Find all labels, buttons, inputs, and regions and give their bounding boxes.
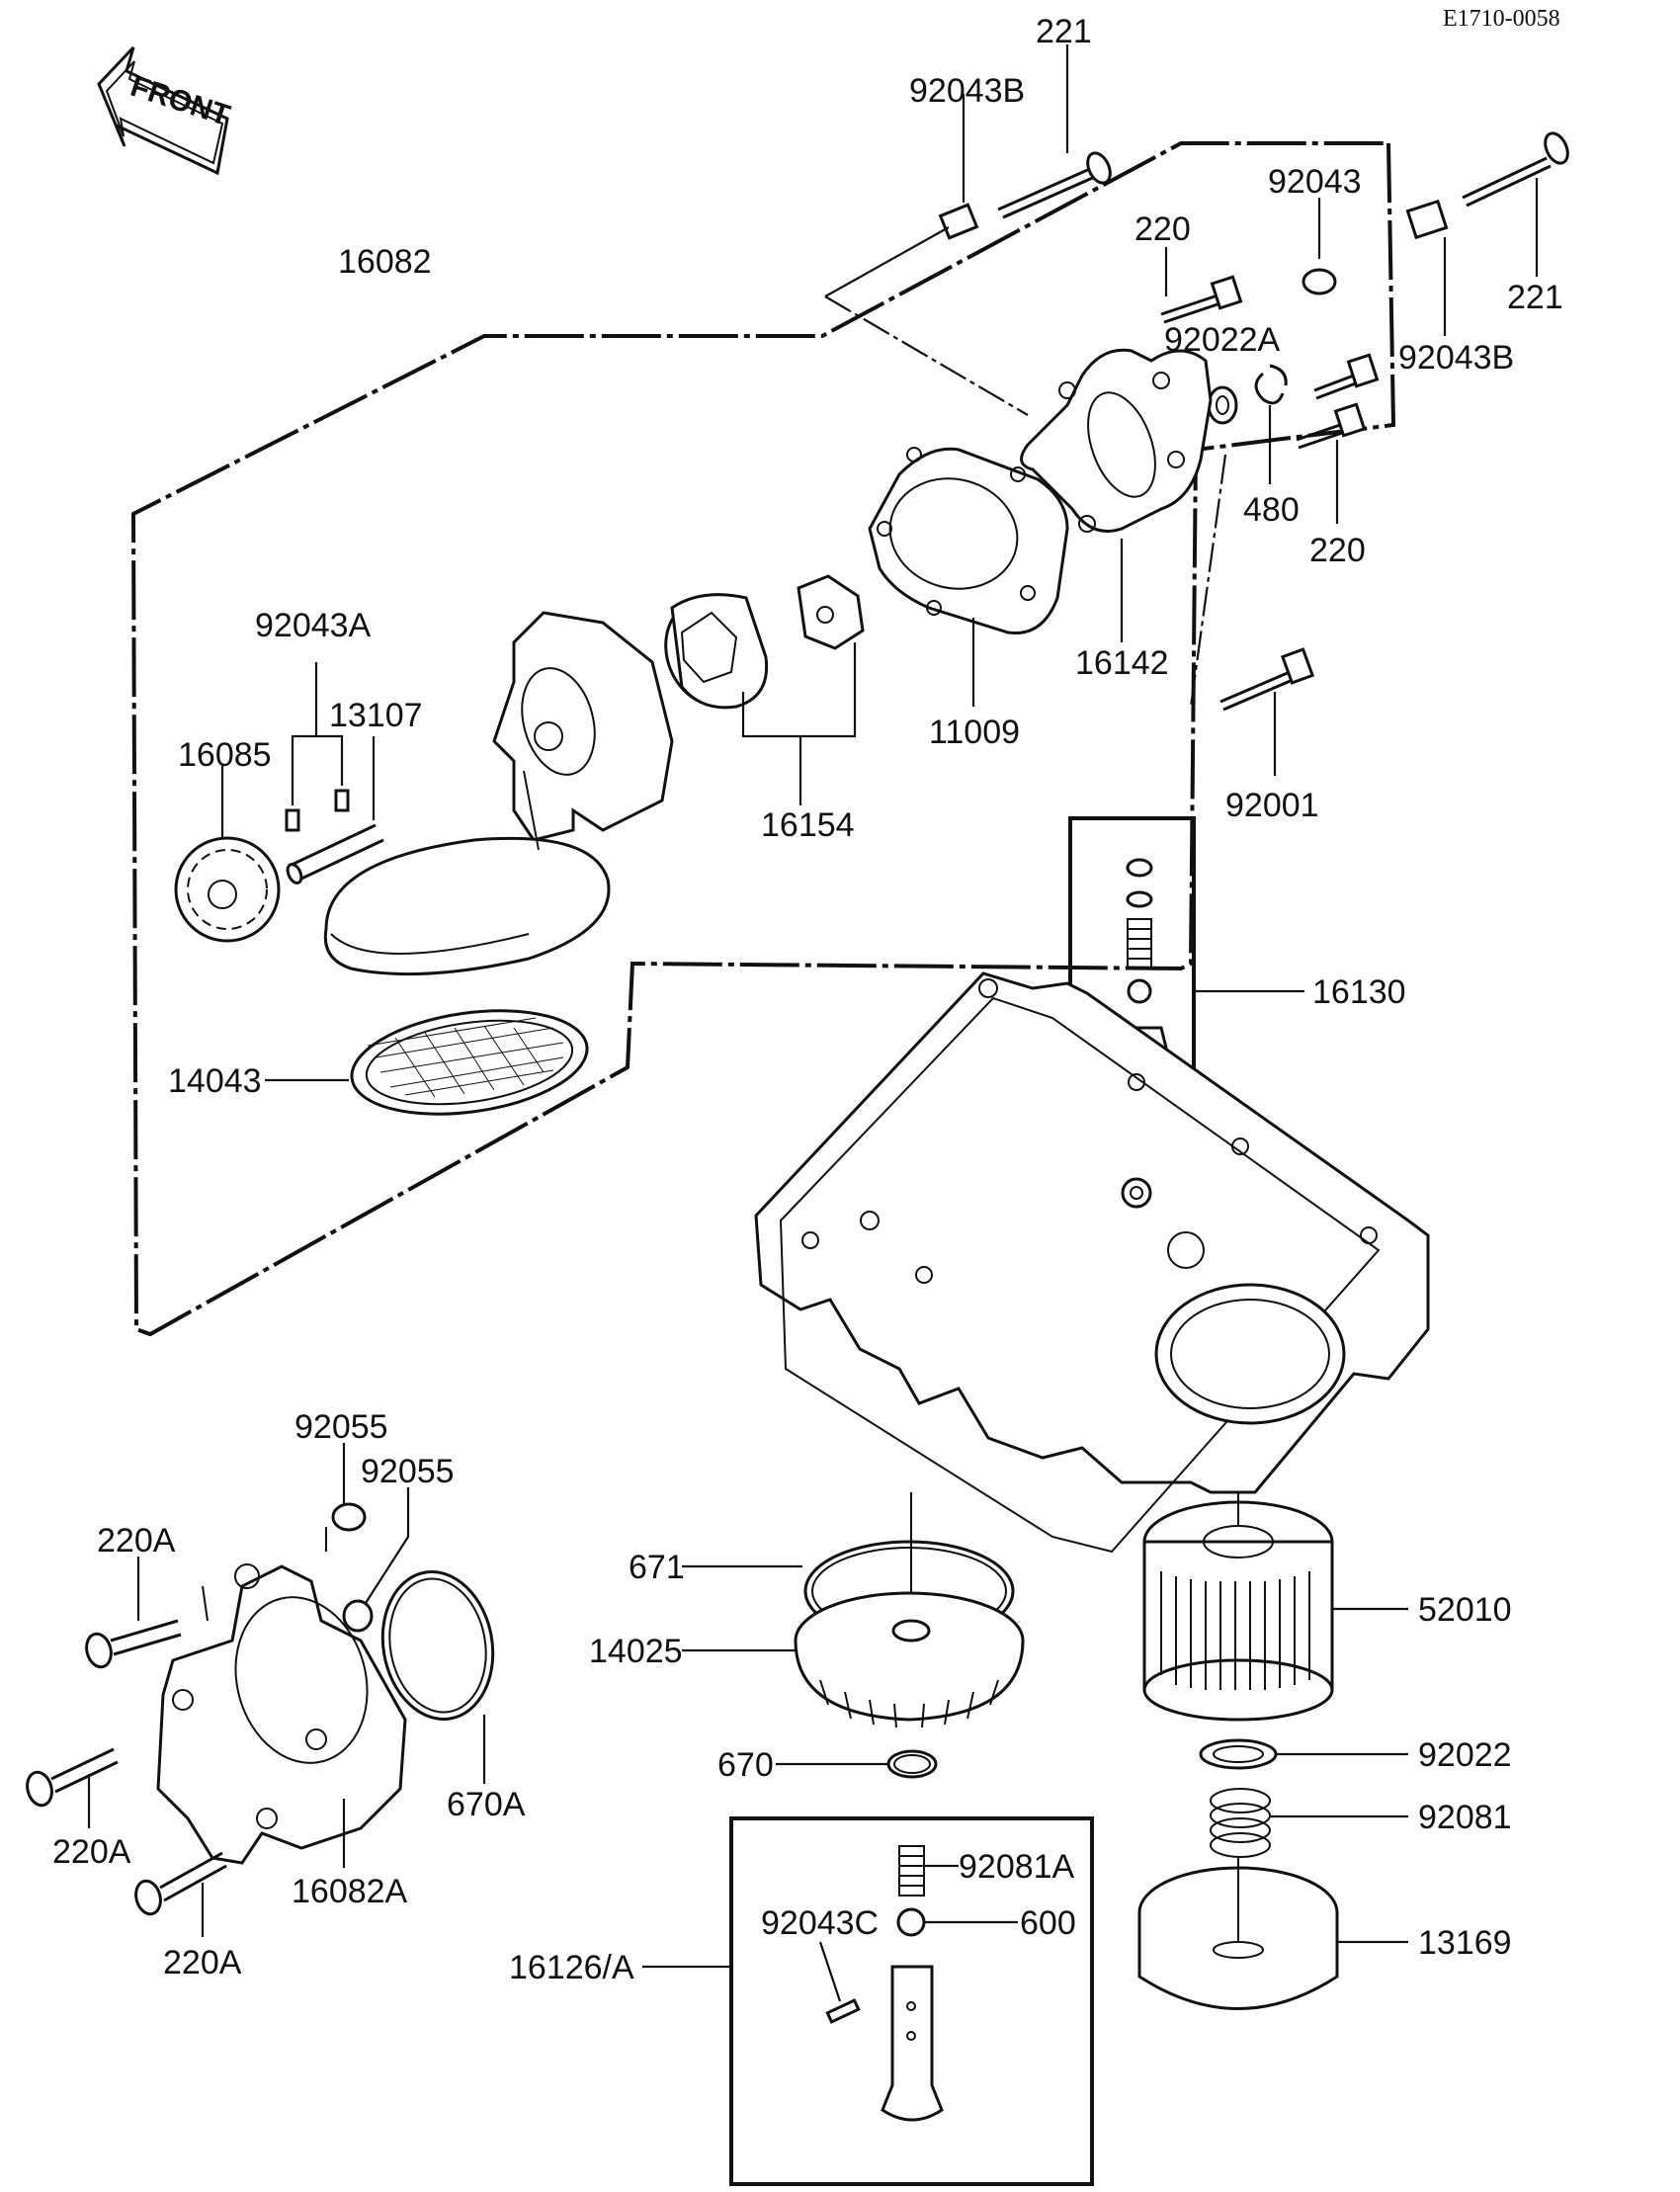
label-92043: 92043: [1268, 163, 1362, 201]
washer-92022: [1199, 1738, 1278, 1770]
inner-rotor-16154: [797, 574, 865, 650]
label-52010: 52010: [1418, 1591, 1512, 1629]
o-ring-92055-a: [331, 1502, 367, 1532]
label-16085: 16085: [178, 736, 272, 774]
label-16082: 16082: [338, 243, 432, 281]
label-221-top: 221: [1036, 13, 1092, 50]
label-16130: 16130: [1312, 973, 1406, 1011]
label-671: 671: [629, 1549, 685, 1586]
alignment-line-92001: [1189, 454, 1227, 708]
label-92081: 92081: [1418, 1799, 1512, 1836]
label-220A-3: 220A: [163, 1944, 242, 1981]
label-16154: 16154: [761, 806, 855, 844]
gasket-11009: [868, 447, 1069, 635]
scavenge-pump-16082A: [156, 1527, 407, 1865]
oil-strainer-14025: [794, 1591, 1025, 1728]
outer-rotor-16154: [664, 593, 769, 710]
spring-92081: [1210, 1788, 1271, 1858]
sleeve-92043: [1302, 268, 1337, 295]
bypass-valve-box-16126A: [729, 1816, 1094, 2186]
label-92022A: 92022A: [1164, 321, 1281, 359]
label-92055-b: 92055: [361, 1453, 455, 1490]
label-92022: 92022: [1418, 1736, 1512, 1774]
pump-body-16082: [323, 611, 674, 976]
bracket-16154: [741, 642, 857, 738]
bolt-220-top: [1160, 275, 1243, 324]
bolt-92001: [1219, 647, 1315, 712]
shaft-13107: [286, 823, 384, 885]
leader-92043C: [818, 1941, 842, 2002]
label-92043B-right: 92043B: [1398, 339, 1514, 377]
label-220A-1: 220A: [97, 1522, 176, 1560]
screw-220A-2: [26, 1747, 119, 1808]
label-16126A: 16126/A: [509, 1949, 634, 1986]
label-92081A: 92081A: [959, 1848, 1075, 1886]
oil-filter-52010: [1142, 1492, 1334, 1722]
label-221-right: 221: [1507, 279, 1563, 316]
sleeve-92043B-top: [938, 203, 979, 240]
screw-220A-1: [85, 1619, 182, 1669]
label-220-top: 220: [1134, 211, 1191, 248]
pump-cover-16142: [1020, 348, 1213, 533]
label-13107: 13107: [329, 697, 423, 734]
diagram-code: E1710-0058: [1443, 6, 1560, 32]
screw-220A-3: [134, 1851, 227, 1916]
strainer-screen-14043: [350, 1009, 589, 1116]
label-220A-2: 220A: [52, 1833, 131, 1871]
o-ring-670A: [380, 1570, 495, 1721]
alignment-line-top-b: [824, 226, 950, 297]
oil-pan: [754, 971, 1430, 1554]
leader-92055-b: [365, 1487, 410, 1604]
o-ring-92055-b: [342, 1599, 374, 1633]
label-92001: 92001: [1225, 787, 1319, 824]
label-92043C: 92043C: [761, 1904, 879, 1942]
label-11009: 11009: [929, 714, 1020, 751]
filter-cover-13169: [1137, 1858, 1339, 2010]
front-arrow-icon: FRONT: [97, 45, 234, 176]
label-670A: 670A: [447, 1786, 526, 1823]
bolt-221-top: [997, 151, 1112, 219]
label-480: 480: [1243, 491, 1300, 529]
washer-92022A: [1207, 385, 1238, 425]
label-13169: 13169: [1418, 1924, 1512, 1962]
label-220-right: 220: [1309, 532, 1366, 569]
pins-92043A: [285, 789, 350, 832]
sprocket-16085: [174, 836, 281, 943]
clip-480: [1254, 364, 1288, 405]
label-14025: 14025: [589, 1633, 683, 1670]
label-92043A: 92043A: [255, 607, 372, 644]
label-92055-a: 92055: [294, 1408, 388, 1446]
sleeve-92043B-right: [1405, 199, 1449, 240]
label-16142: 16142: [1075, 644, 1169, 682]
bolt-221-right: [1462, 131, 1569, 208]
assembly-outline-16082: [130, 141, 1396, 1337]
label-670: 670: [717, 1746, 774, 1784]
alignment-line-top: [824, 295, 1029, 416]
label-14043: 14043: [168, 1062, 262, 1100]
label-92043B-top: 92043B: [909, 72, 1025, 110]
label-600: 600: [1020, 1904, 1076, 1942]
bolts-220-right: [1296, 353, 1380, 450]
bypass-valve-16126A: [825, 1845, 944, 2122]
label-16082A: 16082A: [292, 1873, 408, 1910]
